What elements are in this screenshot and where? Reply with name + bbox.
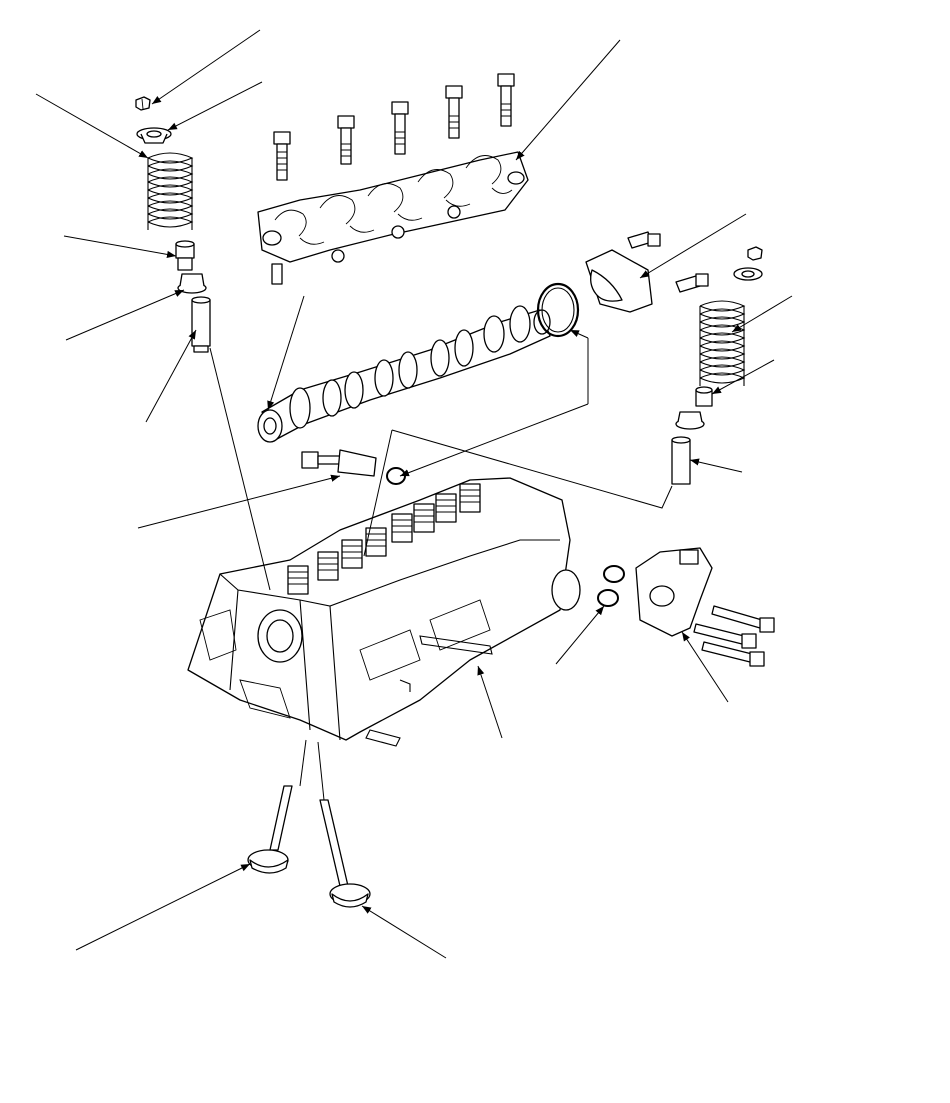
left-valve-stem-seal: [175, 240, 195, 271]
camshaft-seal-o-ring: [536, 282, 580, 338]
camshaft-holder-bolt-2: [675, 273, 709, 293]
rocker-shaft-bolt-5: [497, 73, 515, 127]
vtc-gasket: [597, 565, 625, 607]
exhaust-valve: [319, 799, 371, 908]
camshaft: [257, 305, 551, 443]
right-valve-spring-seat: [675, 411, 705, 430]
right-valve-guide: [671, 436, 691, 485]
callout-leader-lines: [35, 29, 793, 959]
cylinder-head: [187, 477, 581, 747]
camshaft-holder-cap: [585, 249, 653, 313]
oil-control-orifice-bolt: [301, 449, 377, 477]
left-valve-spring-seat: [177, 273, 207, 294]
right-valve-spring-retainer: [733, 267, 763, 281]
o-ring-small: [386, 467, 406, 485]
right-valve-keeper: [747, 246, 763, 261]
spool-valve-bolt-3: [701, 641, 765, 667]
cylinder-head-valve-springs: [287, 483, 481, 595]
right-valve-spring: [699, 300, 746, 386]
rocker-shaft-bolt-1: [273, 131, 291, 181]
rocker-shaft-bolt-3: [391, 101, 409, 155]
right-valve-stem-seal: [695, 386, 713, 407]
spool-valve-bolt-1: [711, 605, 775, 633]
left-valve-spring-retainer: [136, 127, 172, 144]
left-valve-keeper: [135, 96, 151, 111]
spool-valve-bolt-2: [693, 623, 757, 649]
left-valve-guide: [191, 296, 211, 353]
rocker-shaft-bolt-4: [445, 85, 463, 139]
left-valve-spring: [147, 152, 194, 230]
intake-valve: [247, 785, 293, 874]
rocker-shaft-bolt-2: [337, 115, 355, 165]
spool-valve-assembly: [635, 547, 713, 637]
camshaft-holder-bolt-1: [627, 231, 661, 249]
rocker-arm-assembly: [257, 151, 529, 285]
